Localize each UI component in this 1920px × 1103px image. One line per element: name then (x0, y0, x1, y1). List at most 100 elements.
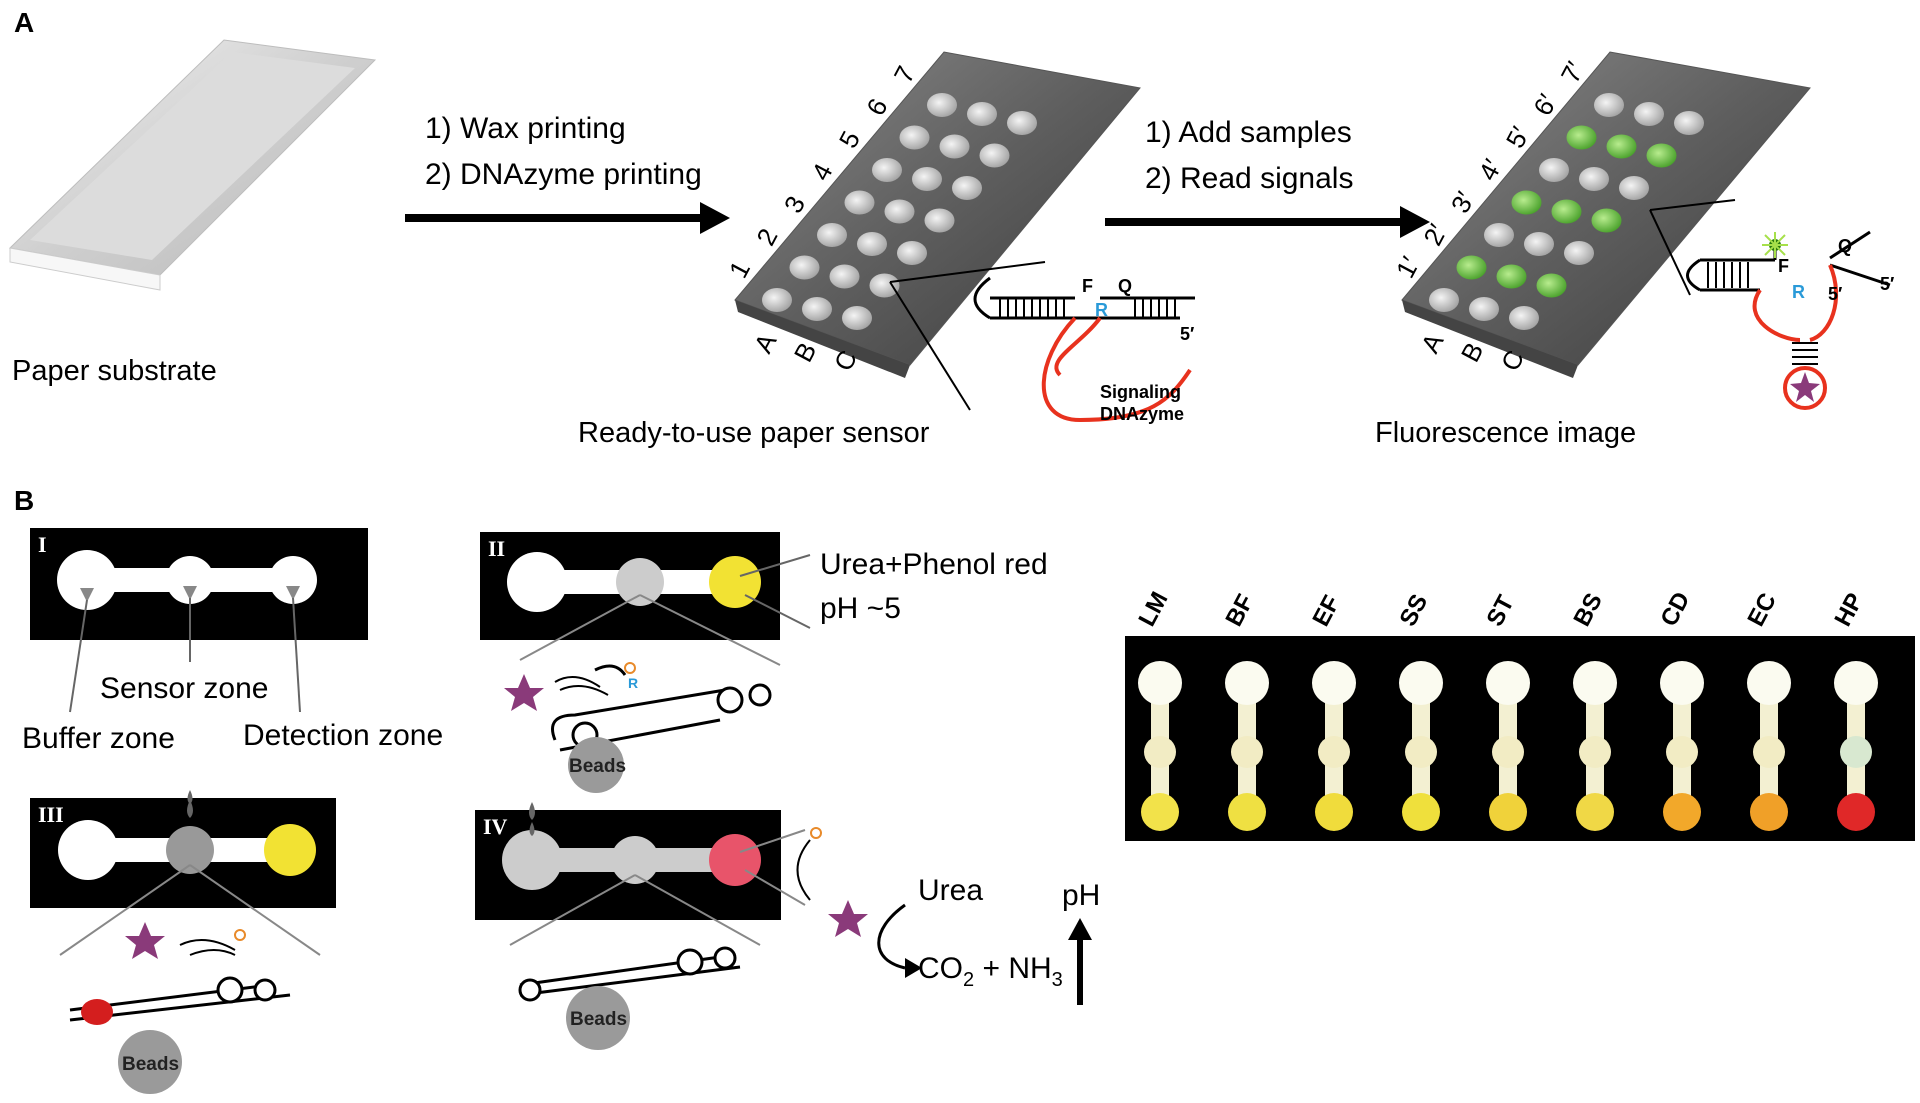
spot (1594, 93, 1624, 117)
spot (1674, 111, 1704, 135)
fluor-f: F (1778, 256, 1789, 276)
spot (789, 255, 820, 280)
spot (1606, 134, 1637, 159)
spot (927, 93, 957, 117)
beads-iv: Beads (570, 1009, 627, 1030)
spot (979, 143, 1010, 168)
dnazyme-r: R (1095, 300, 1108, 320)
roman-iii: III (38, 802, 64, 827)
sample-label: ST (1481, 591, 1519, 631)
strip-sensor-zone (1753, 736, 1785, 768)
device-iv-zoom-left (509, 874, 636, 946)
spot (939, 134, 970, 159)
beads-ii: Beads (569, 756, 626, 777)
spot (912, 167, 942, 191)
nh3-subscript: 3 (1052, 969, 1063, 991)
spot (1591, 208, 1622, 233)
panel-b-letter: B (14, 485, 34, 516)
spot (1007, 111, 1037, 135)
spot (857, 232, 887, 256)
spot (1646, 143, 1677, 168)
strip-buffer-zone (1312, 661, 1356, 705)
cleaved-dnazyme (1686, 230, 1891, 410)
device-iv-out-top (739, 829, 806, 853)
sample-label: EF (1307, 591, 1345, 631)
device-iv-out-bottom (744, 869, 806, 906)
strip-buffer-zone (1660, 661, 1704, 705)
plus-nh3-text: + NH (974, 952, 1052, 985)
sensor-spot-grid (762, 93, 1037, 330)
strip-buffer-zone (1747, 661, 1791, 705)
device-ii (480, 532, 780, 640)
strip-buffer-zone (1399, 661, 1443, 705)
ph5-label: pH ~5 (820, 592, 901, 625)
fluor-zoom-bottom (1649, 209, 1691, 296)
strip-detection-zone (1576, 793, 1614, 831)
spot (1484, 223, 1514, 247)
device-iii-zoom-left (59, 864, 191, 956)
signaling-dnazyme (973, 276, 1195, 423)
zoom-line-top (889, 261, 1046, 283)
spot (802, 297, 832, 321)
device-iii-zoom-right (189, 864, 321, 956)
strip-sensor-zone (1318, 736, 1350, 768)
sample-label: HP (1829, 589, 1868, 631)
spot (899, 125, 930, 150)
co2-subscript: 2 (963, 969, 974, 991)
spot (1524, 232, 1554, 256)
strip-sensor-zone (1144, 736, 1176, 768)
spot (1619, 176, 1649, 200)
spot (1456, 255, 1487, 280)
step2-line1: 1) Add samples (1145, 116, 1352, 149)
strip-sensor-zone (1405, 736, 1437, 768)
detection-leader (292, 597, 301, 713)
spot (1496, 264, 1527, 289)
strip-detection-zone (1750, 793, 1788, 831)
step1-line1: 1) Wax printing (425, 112, 626, 145)
spot (869, 273, 900, 298)
fluor-five-prime-a: 5′ (1828, 284, 1842, 304)
device-ii-zoom-right (639, 594, 781, 666)
strip-buffer-zone (1225, 661, 1269, 705)
roman-ii: II (488, 536, 505, 561)
sample-label: EC (1742, 589, 1781, 631)
fluor-q: Q (1838, 236, 1852, 256)
reaction-arrowhead (905, 958, 922, 978)
device-iii (30, 790, 336, 908)
urea-leader (739, 554, 811, 577)
spot (952, 176, 982, 200)
spot (1566, 125, 1597, 150)
spot (1536, 273, 1567, 298)
dnazyme-label-line1: Signaling (1100, 382, 1181, 402)
spot (967, 102, 997, 126)
spot (924, 208, 955, 233)
spot (1429, 288, 1459, 312)
roman-i: I (38, 532, 47, 557)
spot (1564, 241, 1594, 265)
reaction-arrow (877, 903, 906, 970)
strip-detection-zone (1663, 793, 1701, 831)
device-iv-inset (518, 827, 868, 1050)
buffer-leader (69, 599, 88, 713)
spot (1469, 297, 1499, 321)
urea-phenol-label: Urea+Phenol red (820, 548, 1048, 581)
sample-strips (1138, 661, 1878, 831)
strip-detection-zone (1315, 793, 1353, 831)
paper-substrate (8, 39, 377, 291)
dnazyme-label-line2: DNAzyme (1100, 404, 1184, 424)
spot (1511, 190, 1542, 215)
spot (1579, 167, 1609, 191)
spot (844, 190, 875, 215)
column-label: 7 (888, 61, 921, 88)
detection-zone-label: Detection zone (243, 719, 443, 752)
device-iv-zoom-right (634, 874, 761, 946)
step2-line2: 2) Read signals (1145, 162, 1353, 195)
column-label: 3 (778, 191, 811, 218)
strip-buffer-zone (1486, 661, 1530, 705)
urea-label: Urea (918, 874, 983, 907)
column-label: 2 (750, 223, 783, 250)
column-label: 6 (860, 93, 893, 120)
sample-label: BF (1220, 590, 1259, 631)
step1-arrowhead (700, 202, 730, 234)
